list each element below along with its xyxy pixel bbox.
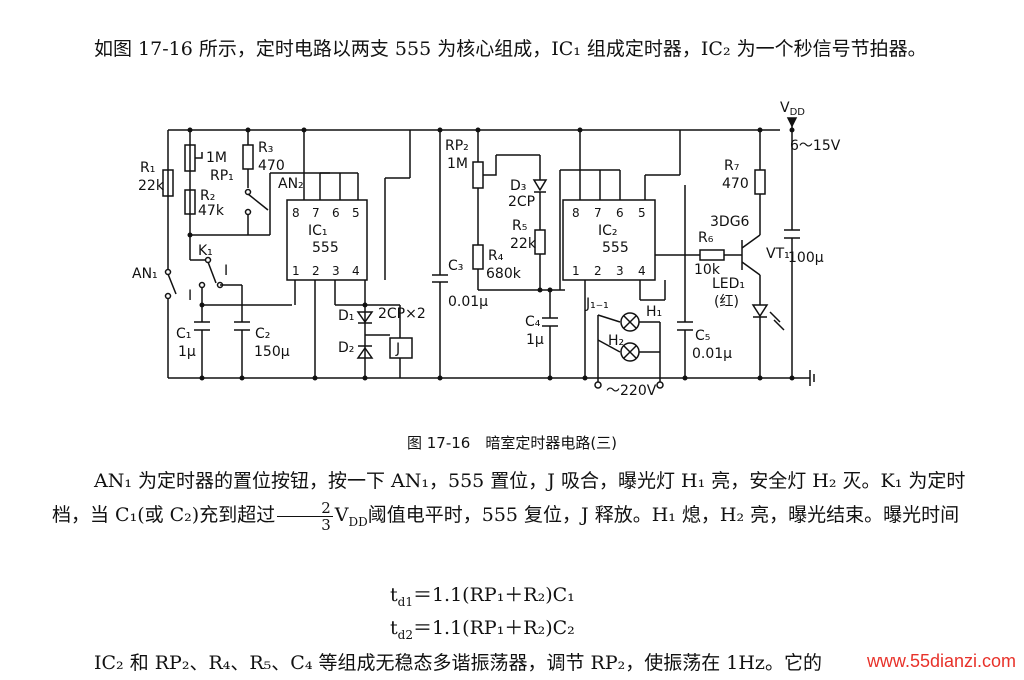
c5-value: 0.01μ [692, 346, 732, 362]
vdd-label: VDD [780, 100, 805, 118]
d3-label: D₃ [510, 178, 526, 194]
c1-label: C₁ [176, 326, 191, 342]
ic2-pin-1: 1 [572, 264, 580, 278]
r7-value: 470 [722, 176, 749, 192]
r4-value: 680k [486, 266, 522, 282]
circuit-diagram: VDD 6～15V R₁ 22k 1M RP₁ R₂ 47k R₃ 470 AN… [132, 100, 841, 399]
led-color: (红) [714, 294, 739, 310]
rp2-value: 1M [447, 156, 468, 172]
ic1-label: IC₁ [308, 223, 328, 239]
vt1-label: VT₁ [766, 246, 790, 262]
h1-label: H₁ [646, 304, 662, 320]
intro-paragraph: 如图 17-16 所示，定时电路以两支 555 为核心组成，IC₁ 组成定时器，… [94, 38, 927, 60]
vdd-range-label: 6～15V [790, 138, 841, 154]
ic1-pin-5: 5 [352, 206, 360, 220]
ic1-pin-3: 3 [332, 264, 340, 278]
oscillator-paragraph: IC₂ 和 RP₂、R₄、R₅、C₄ 等组成无稳态多谐振荡器，调节 RP₂，使振… [94, 652, 822, 674]
j11-label: J₁₋₁ [585, 296, 609, 312]
ac-supply-label: ～220V [606, 383, 657, 399]
r6-value: 10k [694, 262, 721, 278]
r6-label: R₆ [698, 230, 714, 246]
rp1-label: RP₁ [210, 168, 234, 184]
d2-label: D₂ [338, 340, 354, 356]
r5-value: 22k [510, 236, 537, 252]
rp1-value: 1M [206, 150, 227, 166]
formula-td1: td1＝1.1(RP₁＋R₂)C₁ [390, 584, 575, 609]
c3-value: 0.01μ [448, 294, 488, 310]
ic1-pin-1: 1 [292, 264, 300, 278]
c1-value: 1μ [178, 344, 196, 360]
c4-value: 1μ [526, 332, 544, 348]
c2-value: 150μ [254, 344, 290, 360]
switch-pos-i-label: I [188, 288, 192, 304]
ic2-pin-5: 5 [638, 206, 646, 220]
r3-label: R₃ [258, 140, 273, 156]
c3-label: C₃ [448, 258, 463, 274]
switch-pos-ii-label: I [224, 263, 228, 279]
an1-label: AN₁ [132, 266, 158, 282]
rp2-label: RP₂ [445, 138, 469, 154]
description-paragraph: AN₁ 为定时器的置位按钮，按一下 AN₁，555 置位，J 吸合，曝光灯 H₁… [52, 470, 966, 534]
r1-label: R₁ [140, 160, 155, 176]
ic2-pin-6: 6 [616, 206, 624, 220]
ic1-pin-7: 7 [312, 206, 320, 220]
ic2-pin-4: 4 [638, 264, 646, 278]
ic1-pin-8: 8 [292, 206, 300, 220]
ic2-pin-2: 2 [594, 264, 602, 278]
ic2-pin-3: 3 [616, 264, 624, 278]
r1-value: 22k [138, 178, 165, 194]
d1-value: 2CP×2 [378, 306, 426, 322]
d1-label: D₁ [338, 308, 354, 324]
c4-label: C₄ [525, 314, 541, 330]
watermark: www.55dianzi.com [866, 651, 1016, 671]
r7-label: R₇ [724, 158, 739, 174]
ic2-pin-7: 7 [594, 206, 602, 220]
figure-caption: 图 17-16 暗室定时器电路(三) [406, 434, 618, 452]
ic2-pin-8: 8 [572, 206, 580, 220]
ic1-chip: 555 [312, 240, 339, 256]
ic1-pin-6: 6 [332, 206, 340, 220]
r2-label: R₂ [200, 188, 215, 204]
d3-value: 2CP [508, 194, 535, 210]
ic2-chip: 555 [602, 240, 629, 256]
h2-label: H₂ [608, 333, 624, 349]
ic1-pin-4: 4 [352, 264, 360, 278]
an2-label: AN₂ [278, 176, 304, 192]
c5-label: C₅ [695, 328, 710, 344]
led-label: LED₁ [712, 276, 745, 292]
r3-value: 470 [258, 158, 285, 174]
r4-label: R₄ [488, 248, 504, 264]
c2-label: C₂ [255, 326, 270, 342]
r2-value: 47k [198, 203, 225, 219]
c6-value: 100μ [788, 250, 824, 266]
formula-td2: td2＝1.1(RP₁＋R₂)C₂ [390, 617, 575, 642]
k1-label: K₁ [198, 243, 213, 259]
ic2-label: IC₂ [598, 223, 618, 239]
relay-label: J [395, 341, 400, 357]
ic1-pin-2: 2 [312, 264, 320, 278]
transistor-model: 3DG6 [710, 214, 750, 230]
r5-label: R₅ [512, 218, 527, 234]
